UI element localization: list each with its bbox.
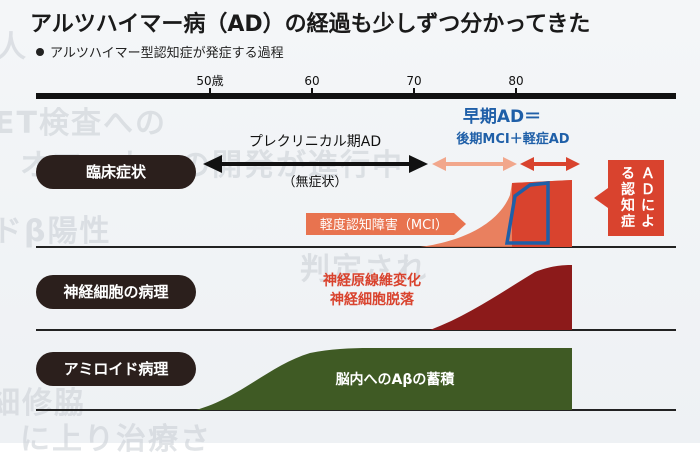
ad-arrow-right: [566, 157, 580, 171]
mci-arrow-right: [503, 157, 517, 171]
axis-tick-label: 50歳: [196, 74, 223, 88]
preclinical-label: プレクリニカル期AD: [249, 134, 381, 150]
early-ad-highlight: [504, 181, 550, 245]
ad-arrow-left: [520, 157, 534, 171]
ghost-text: 細修脇: [0, 386, 86, 421]
early-ad-title: 早期AD＝: [463, 107, 541, 127]
ghost-text: ET検査への: [0, 106, 167, 141]
preclinical-arrow-left: [203, 155, 222, 173]
subtitle-text: アルツハイマー型認知症が発症する過程: [50, 46, 284, 61]
mci-arrow-left: [432, 157, 446, 171]
axis-tick-label: 80: [508, 74, 523, 88]
ad-dementia-char: に: [641, 198, 655, 214]
neuro-label-2: 神経細胞脱落: [330, 291, 415, 308]
neuro-pathology-area: [430, 265, 572, 330]
axis-tick-label: 60: [304, 74, 319, 88]
ad-dementia-char: 症: [621, 213, 635, 230]
preclinical-arrow-right: [409, 155, 428, 173]
ghost-text: 判定され: [300, 252, 428, 287]
ad-dementia-char: 認: [621, 181, 635, 198]
axis-ticks: 50歳 60 70 80: [196, 74, 524, 93]
amyloid-label: 脳内へのAβの蓄積: [336, 371, 456, 388]
mci-tag: [306, 213, 466, 235]
bullet-icon: [36, 48, 44, 56]
ad-dementia-char: る: [621, 166, 635, 182]
amyloid-pathology-area: [196, 348, 572, 410]
axis-tick-label: 70: [406, 74, 421, 88]
ad-dementia-char: 知: [621, 197, 635, 214]
neuro-label-1: 神経原線維変化: [323, 272, 421, 289]
page-subtitle: アルツハイマー型認知症が発症する過程: [36, 42, 284, 61]
ghost-text: 人: [0, 30, 28, 65]
page-title: アルツハイマー病（AD）の経過も少しずつ分かってきた: [30, 12, 591, 37]
early-ad-subtitle: 後期MCI＋軽症AD: [456, 131, 569, 147]
timeline-axis: [36, 93, 676, 99]
mci-label: 軽度認知障害（MCI）: [320, 217, 448, 233]
dementia-area: [512, 180, 572, 247]
ad-dementia-char: よ: [641, 214, 655, 230]
preclinical-sublabel: （無症状）: [282, 175, 347, 190]
row-label-neuro: 神経細胞の病理: [36, 275, 196, 309]
row-label-clinical: 臨床症状: [36, 155, 196, 189]
row-label-amyloid: アミロイド病理: [36, 352, 196, 386]
ad-dementia-char: Ａ: [641, 166, 655, 182]
diagram-canvas: 50歳 60 70 80 プレクリニカル期AD （無症状） 早期AD＝ 後期MCI＋軽…: [36, 74, 676, 411]
ghost-text: ドβ陽性: [0, 214, 112, 249]
ad-dementia-char: Ｄ: [641, 182, 655, 198]
ad-dementia-box: [594, 160, 664, 236]
